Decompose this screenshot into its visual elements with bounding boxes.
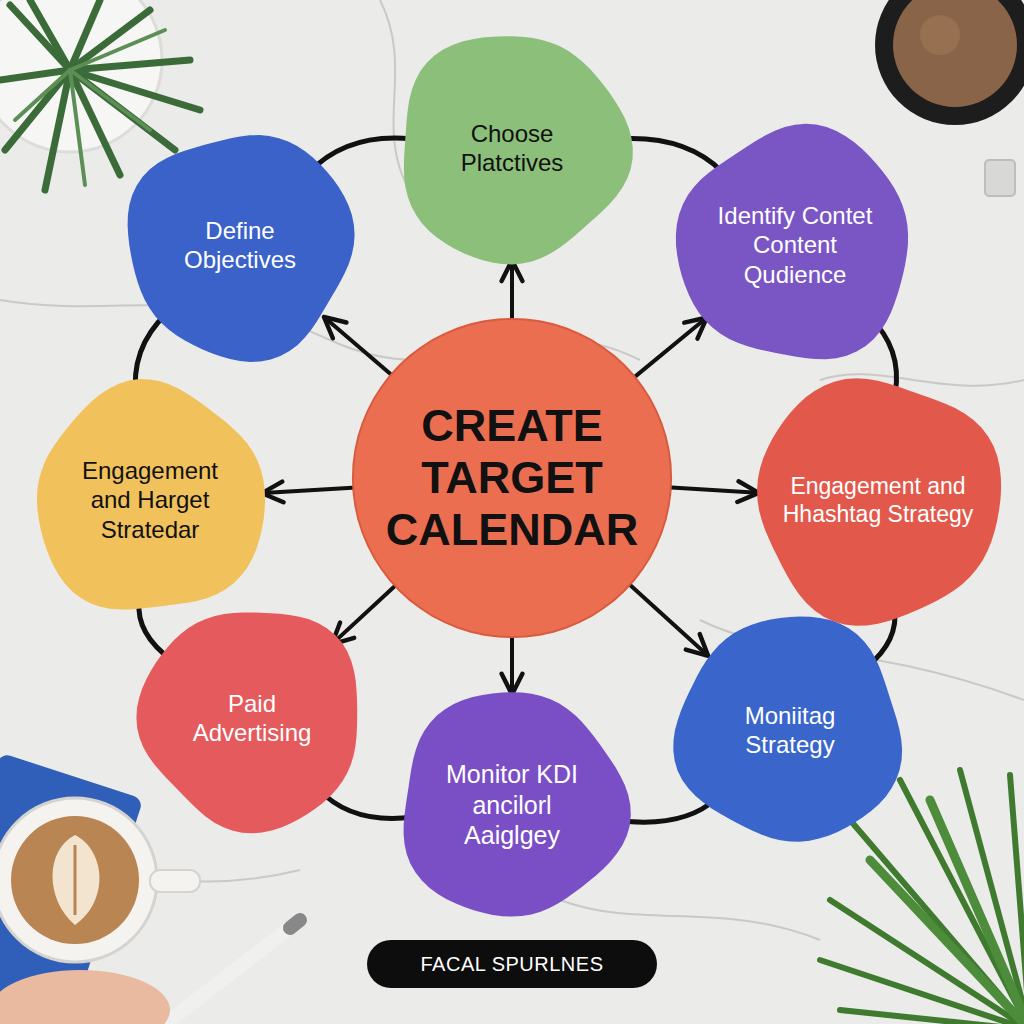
topic-text: Engagement and Harget Stratedar	[60, 456, 240, 544]
spoke-arrow	[325, 318, 397, 380]
spoke-arrow	[263, 487, 360, 493]
blob-fill	[353, 319, 671, 637]
blob-fill	[673, 617, 902, 842]
blob-fill	[128, 135, 355, 362]
blob-shape	[668, 608, 912, 852]
marble-veins	[0, 0, 1024, 940]
ring-line	[319, 790, 413, 819]
spoke-arrow	[510, 630, 514, 694]
blob-fill	[404, 692, 631, 916]
blob-shape	[132, 598, 372, 838]
blob-shape	[388, 24, 636, 272]
node-body: Engagement and Harget Stratedar	[26, 376, 274, 624]
node-body: Identify Contet Content Qudience	[669, 119, 921, 371]
blob-shape	[746, 368, 1010, 632]
topic-blob: Define Objectives	[118, 123, 362, 367]
pill-label: FACAL SPURLNES	[421, 953, 604, 976]
center-circle: CREATE TARGET CALENDAR	[348, 314, 676, 642]
topic-text: Identify Contet Content Qudience	[704, 201, 887, 289]
node-body: Moniitag Strategy	[668, 608, 912, 852]
spoke-arrow	[663, 487, 757, 493]
node-body: Choose Platctives	[388, 24, 636, 272]
center-title: CREATE TARGET CALENDAR	[385, 400, 639, 555]
spoke-arrow	[629, 318, 706, 381]
blob-fill	[136, 613, 357, 834]
topic-blob: Choose Platctives	[388, 24, 636, 272]
ring-line	[309, 138, 411, 173]
spoke-arrow	[333, 581, 401, 644]
topic-text: Moniitag Strategy	[708, 701, 873, 760]
node-body: CREATE TARGET CALENDAR	[348, 314, 676, 642]
topic-text: Define Objectives	[152, 216, 329, 275]
spoke-arrow	[624, 580, 707, 655]
topic-blob: Engagement and Hhashtag Strategy	[746, 368, 1010, 632]
topic-blob: Engagement and Harget Stratedar	[26, 376, 274, 624]
blob-fill	[37, 379, 265, 609]
topic-blob: Moniitag Strategy	[668, 608, 912, 852]
topic-blob: Identify Contet Content Qudience	[669, 119, 921, 371]
node-body: Engagement and Hhashtag Strategy	[746, 368, 1010, 632]
blob-fill	[757, 378, 1001, 626]
topic-text: Monitor KDI ancilorl Aaiglgey	[430, 759, 595, 851]
topic-blob: Paid Advertising	[132, 598, 372, 838]
blob-fill	[404, 36, 633, 264]
topic-text: Engagement and Hhashtag Strategy	[779, 472, 977, 528]
topic-text: Choose Platctives	[419, 119, 605, 178]
topic-blob: Monitor KDI ancilorl Aaiglgey	[390, 683, 634, 927]
node-body: Paid Advertising	[132, 598, 372, 838]
node-body: Define Objectives	[118, 123, 362, 367]
coffee-mug	[875, 0, 1024, 196]
blob-shape	[118, 123, 362, 367]
node-body: Monitor KDI ancilorl Aaiglgey	[390, 683, 634, 927]
spoke-arrow	[510, 262, 514, 327]
blob-fill	[676, 124, 908, 359]
topic-text: Paid Advertising	[168, 689, 336, 748]
caption-pill: FACAL SPURLNES	[367, 940, 657, 988]
